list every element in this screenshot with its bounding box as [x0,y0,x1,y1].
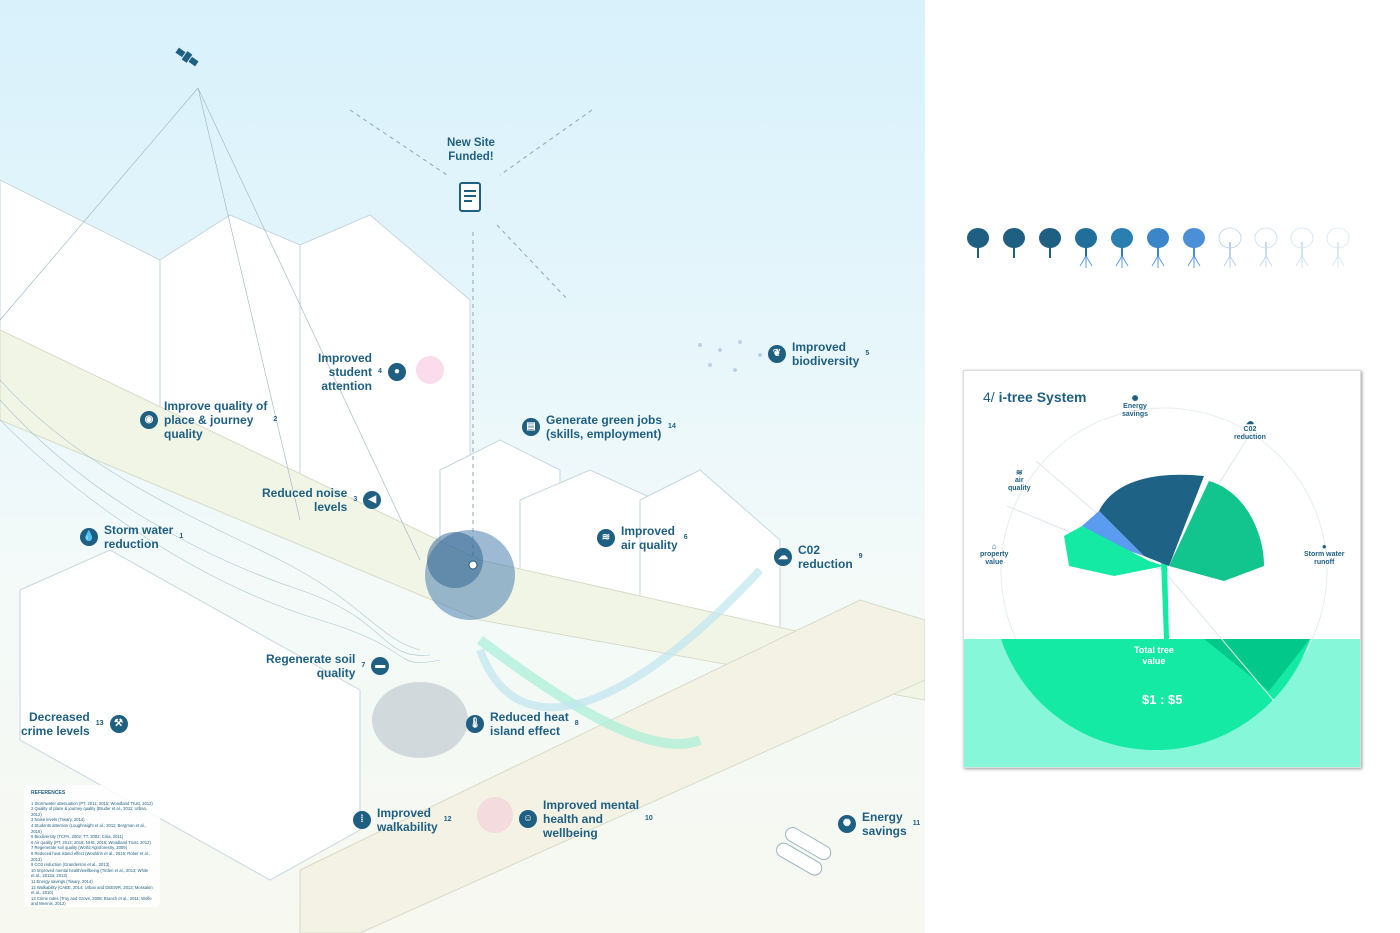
reference-item: 8 Reduced heat island effect (Wooldrin e… [31,850,151,862]
air-quality-segment [1082,511,1144,556]
label-green-jobs: ▤Generate green jobs (skills, employment… [522,413,676,441]
tree-icon [965,222,991,272]
reference-item: 9 CO2 reduction (Granderson et al., 2013… [31,862,110,868]
itree-title: 4/ i-tree System [983,389,1087,405]
satellite-icon [175,47,199,67]
tree-growth-sequence [965,222,1351,272]
tree-icon [1073,222,1099,272]
house-icon: ⌂ [991,542,997,551]
cloud-icon: ☁ [774,548,792,566]
tree-icon [1325,222,1351,272]
leaf-icon: ❦ [768,345,786,363]
total-tree-value-label: Total tree value [1134,645,1174,666]
value-circle [1001,639,1310,751]
tree-icon-shape [1111,228,1133,268]
tree-icon [1037,222,1063,272]
reference-item: 11 Energy savings (Tiwary, 2014) [31,878,93,884]
thermometer-icon: 🌡 [466,715,484,733]
reference-item: 4 Students attention (Loughnsight et al.… [31,822,146,834]
tree-icon-shape [1075,228,1097,268]
segment-property: ⌂property value [980,542,1009,567]
reference-item: 6 Air quality (PT, 2012; 2016; NHS, 2016… [31,839,151,845]
itree-system-panel: 4/ i-tree System ✺Energy savings ☁C02 re… [963,370,1361,768]
reference-item: 12 Walkability (CABE, 2014; Urban and DE… [31,884,153,896]
tree-icon [1217,222,1243,272]
bulb-icon: ✺ [838,815,856,833]
isometric-streetscape [0,47,925,933]
tree-icon-shape [967,228,989,258]
reference-item: 3 Noise levels (Tiwary, 2014) [31,817,85,823]
shade-cloud [372,682,468,758]
tree-icon-shape [1183,228,1205,268]
person-icon: ● [387,363,406,381]
segment-co2: ☁C02 reduction [1234,417,1266,442]
tree-icon-shape [1147,228,1169,268]
tree-icon-shape [1326,227,1350,268]
tree-silhouette [1064,474,1264,639]
tree-icon-shape [1003,228,1025,258]
road [299,599,925,933]
drop-icon: 💧 [80,528,98,546]
urban-benefits-illustration: New Site Funded! Improved student attent… [0,0,925,933]
reference-item: 7 Regenerate soil quality (World Agrofor… [31,845,127,851]
reference-item: 1 Stormwater attenuation (PT, 2011; 2015… [31,800,153,806]
co2-segment [1169,481,1264,581]
label-place-quality: ◉Improve quality of place & journey qual… [140,399,277,441]
building-tower-b [299,214,471,561]
property-segment [1064,526,1164,576]
footsteps-icon: ⁞ [353,811,371,829]
tree-icon [1001,222,1027,272]
reference-item: 2 Quality of place & journey quality (Br… [31,806,148,817]
jobs-icon: ▤ [522,418,540,436]
segment-energy: ✺Energy savings [1122,394,1149,419]
segment-storm-water: ●Storm water runoff [1304,542,1345,567]
drop-icon: ● [1321,542,1327,551]
tree-icon [1181,222,1207,272]
tree-icon-shape [1254,227,1278,268]
reference-item: 5 Biodiversity (TCPA, 2002; TT, 2002; Ci… [31,834,124,840]
reference-item: 10 Improved mental health/wellbeing (Tir… [31,867,149,879]
cloud-icon: ☁ [1245,417,1254,426]
document-icon [459,182,481,212]
tree-icon [1109,222,1135,272]
energy-segment [1099,474,1204,566]
head-icon: ☺ [519,810,537,828]
wind-icon: ≋ [1015,468,1023,477]
tree-icon-shape [1290,227,1314,268]
tree-icon [1289,222,1315,272]
segment-air-quality: ≋air quality [1008,468,1031,493]
wind-icon: ≋ [597,529,615,547]
storm-water-wedge [1204,639,1310,691]
tree-icon-shape [1218,227,1242,268]
gavel-icon: ⚒ [109,715,128,733]
references-box: REFERENCES 1 Stormwater attenuation (PT,… [24,785,160,907]
itree-diagram [964,407,1360,767]
tree-icon [1253,222,1279,272]
building-front [19,549,361,881]
soil-icon: ▬ [371,657,390,675]
ratio-value: $1 : $5 [1142,692,1183,707]
megaphone-icon: ◀ [363,491,382,509]
tree-icon [1145,222,1171,272]
new-site-funded-label: New Site Funded! [447,137,495,163]
camera-icon: ◉ [140,411,158,429]
pipes [776,827,832,876]
bulb-icon: ✺ [1131,394,1139,403]
tree-icon-shape [1039,228,1061,258]
label-text: Improved student attention [318,351,373,393]
reference-item: 13 Crime rates (Troy and Grove, 2008; Br… [31,895,152,907]
